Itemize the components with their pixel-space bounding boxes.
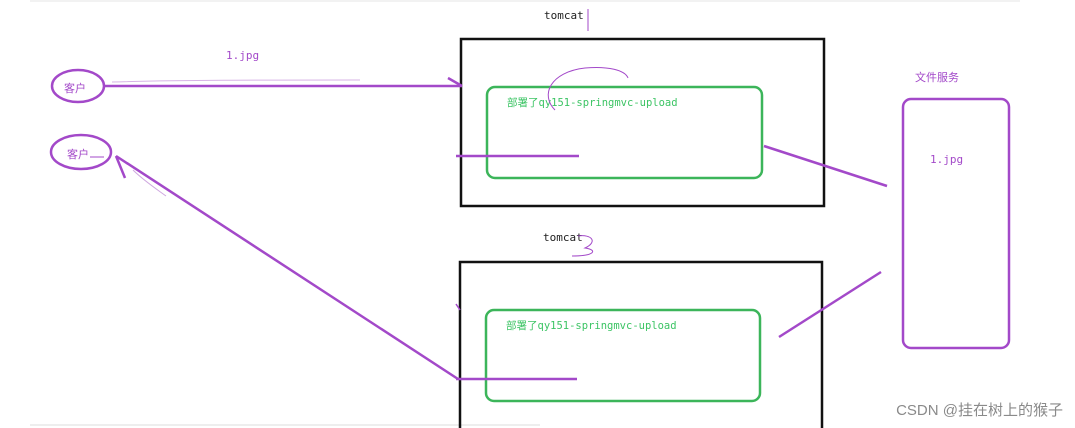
- csdn-watermark: CSDN @挂在树上的猴子: [896, 402, 1063, 419]
- request-arrowhead: [447, 76, 463, 88]
- app-bottom-label: 部署了qy151-springmvc-upload: [506, 319, 677, 332]
- request-sketch-stroke: [111, 79, 361, 83]
- tomcat-top-label: tomcat: [544, 9, 584, 22]
- client-bottom-ellipse: [49, 133, 113, 171]
- tomcat-bottom-label: tomcat: [543, 231, 583, 244]
- tomcat-top-box: [459, 37, 826, 208]
- client-top-label: 客户: [64, 81, 86, 95]
- upload-line-top: [763, 144, 888, 188]
- client-bottom-label: 客户: [67, 147, 89, 161]
- doodle-arc-top: [547, 67, 629, 111]
- file-service-title: 文件服务: [915, 70, 959, 84]
- response-sketch-stroke: [132, 169, 167, 197]
- tomcat-bottom-marker: [571, 235, 594, 257]
- file-service-file-label: 1.jpg: [930, 153, 963, 166]
- app-top-label: 部署了qy151-springmvc-upload: [507, 96, 678, 109]
- upload-line-bottom: [778, 270, 882, 339]
- app-bottom-box: [484, 308, 762, 403]
- file-service-box: [901, 97, 1011, 350]
- response-arrowhead: [114, 155, 127, 179]
- app-top-box: [485, 85, 764, 180]
- request-file-label: 1.jpg: [226, 49, 259, 62]
- response-line: [115, 154, 459, 381]
- tomcat-bottom-box: [458, 260, 824, 428]
- tick-mark-bottom: [455, 303, 461, 311]
